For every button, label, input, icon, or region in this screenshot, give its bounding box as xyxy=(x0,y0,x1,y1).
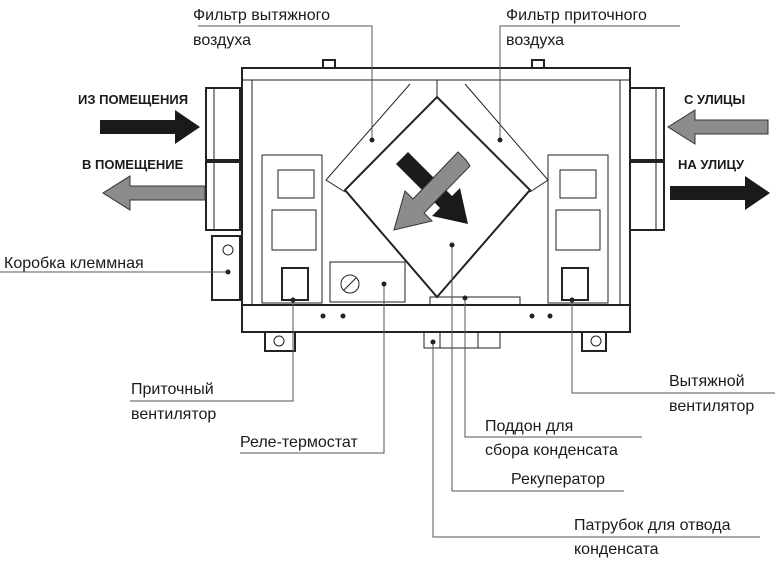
flow-label-from-street: С УЛИЦЫ xyxy=(684,92,745,107)
relay-thermostat xyxy=(329,261,406,303)
label-condensate-tray-line1: Поддон для xyxy=(485,418,573,435)
mounting-feet xyxy=(264,331,607,352)
label-supply-filter-line2: воздуха xyxy=(506,32,564,49)
right-ducts xyxy=(629,87,665,231)
exhaust-fan xyxy=(547,154,609,304)
flow-label-to-room: В ПОМЕЩЕНИЕ xyxy=(82,157,184,172)
label-condensate-tray-line2: сбора конденсата xyxy=(485,442,618,459)
label-relay-thermostat: Реле-термостат xyxy=(240,434,358,451)
label-exhaust-fan-line2: вентилятор xyxy=(669,398,754,415)
label-exhaust-filter-line1: Фильтр вытяжного xyxy=(193,7,330,24)
label-exhaust-filter-line2: воздуха xyxy=(193,32,251,49)
supply-fan xyxy=(261,154,323,304)
label-supply-fan-line1: Приточный xyxy=(131,381,214,398)
terminal-box xyxy=(211,235,241,301)
left-ducts xyxy=(205,87,241,231)
flow-label-from-room: ИЗ ПОМЕЩЕНИЯ xyxy=(78,92,188,107)
drain-pipe xyxy=(423,331,501,349)
label-terminal-box: Коробка клеммная xyxy=(4,255,144,272)
internal-flow-arrows xyxy=(393,151,471,231)
to-street-arrow xyxy=(670,176,770,210)
label-recuperator: Рекуператор xyxy=(511,471,605,488)
label-drain-pipe-line2: конденсата xyxy=(574,541,659,558)
label-drain-pipe-line1: Патрубок для отвода xyxy=(574,517,731,534)
flow-label-to-street: НА УЛИЦУ xyxy=(678,157,745,172)
from-street-arrow xyxy=(667,109,769,145)
label-exhaust-fan-line1: Вытяжной xyxy=(669,373,745,390)
leader-lines xyxy=(0,25,775,538)
label-supply-fan-line2: вентилятор xyxy=(131,406,216,423)
from-room-arrow xyxy=(100,110,200,144)
to-room-arrow xyxy=(102,175,206,211)
label-supply-filter-line1: Фильтр приточного xyxy=(506,7,647,24)
